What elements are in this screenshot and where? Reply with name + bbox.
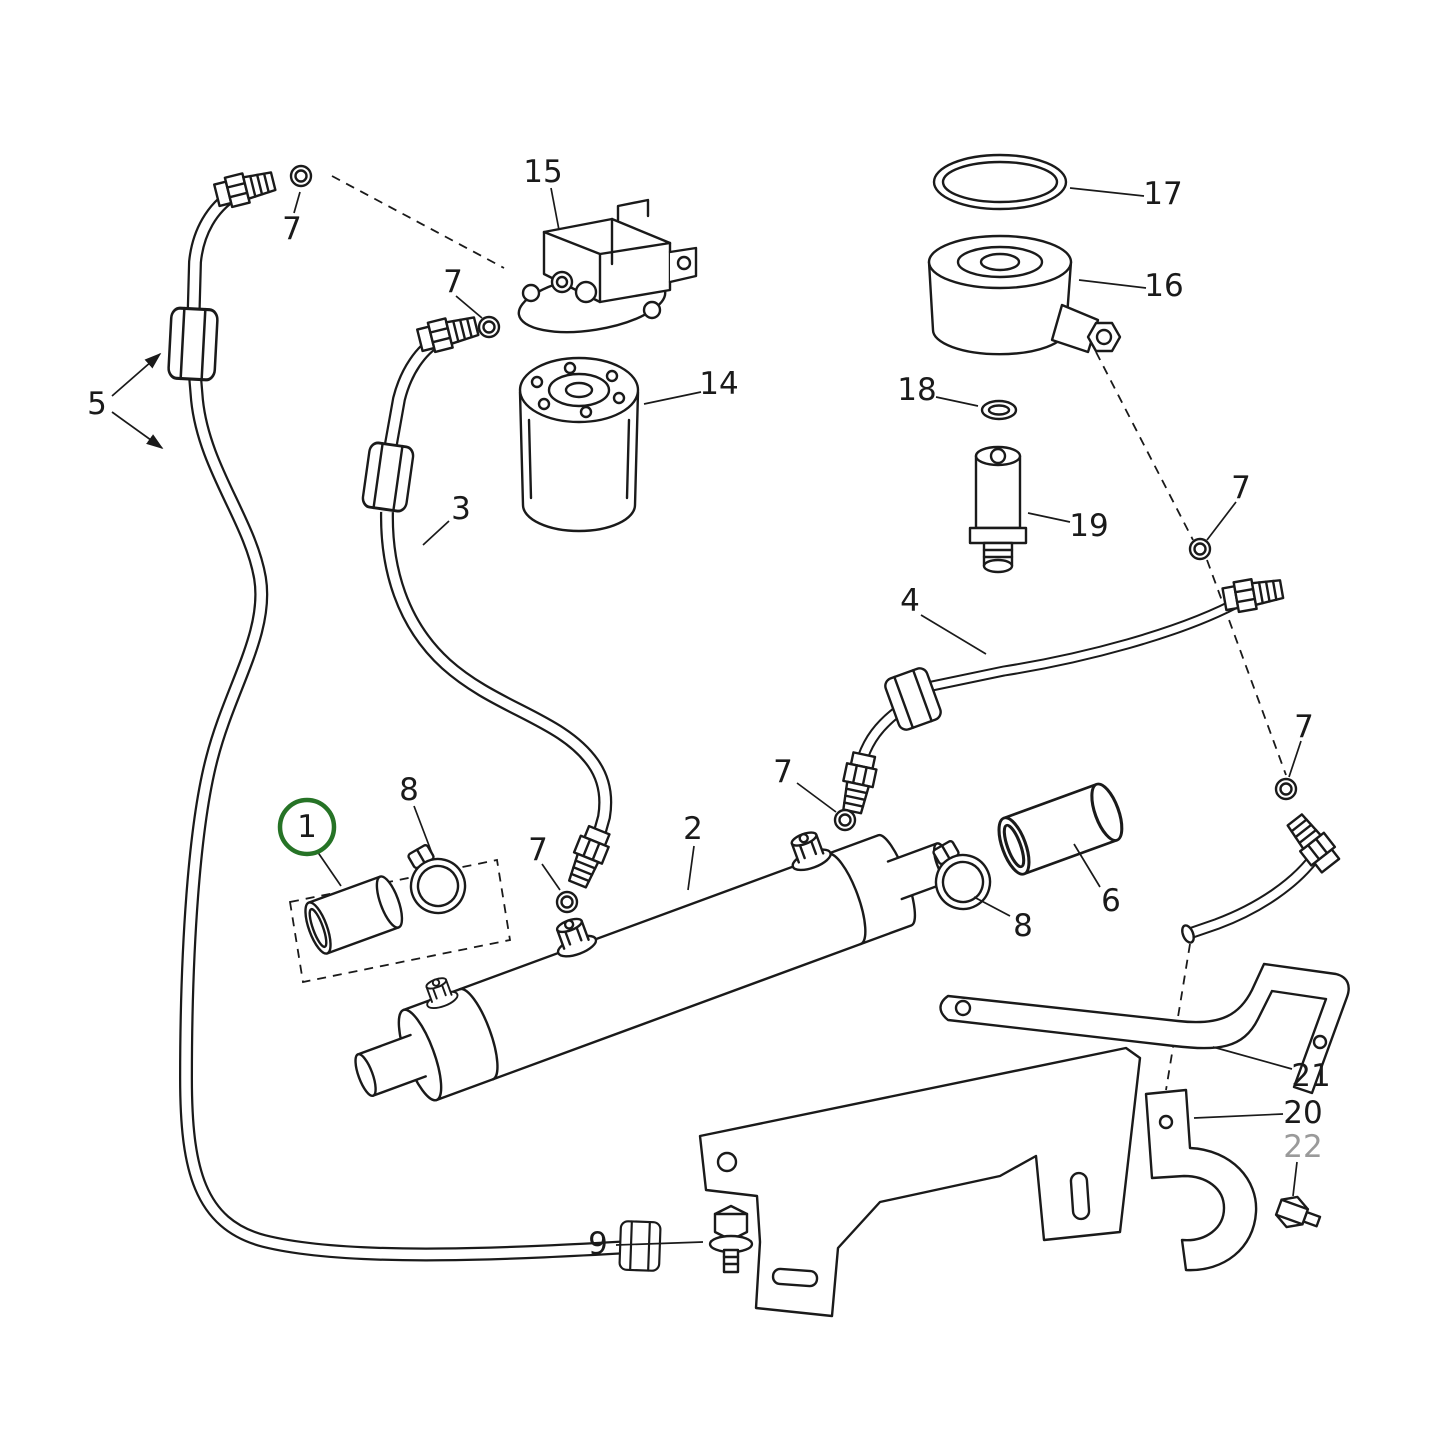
callout-14: 14 xyxy=(699,366,738,402)
valve-19 xyxy=(968,445,1028,574)
callout-2: 2 xyxy=(683,811,703,847)
o-ring-7e xyxy=(1274,777,1298,801)
elbow-fitting-return xyxy=(1281,809,1344,877)
bracket-slot-right xyxy=(1069,1171,1091,1221)
callout-20: 20 xyxy=(1283,1095,1322,1131)
elbow-fitting-hose3 xyxy=(415,310,481,357)
callout-1-highlighted: 1 xyxy=(297,809,317,845)
union-fitting-hose4-end xyxy=(836,750,881,816)
o-ring-17 xyxy=(932,153,1068,211)
elbow-fitting-top-left xyxy=(212,165,278,212)
tube-end-bead xyxy=(1181,924,1195,944)
filter-head xyxy=(517,198,698,334)
bolt-9 xyxy=(708,1204,754,1274)
callout-labels: 5 7 7 15 14 3 17 16 18 19 7 4 7 7 1 8 7 … xyxy=(87,154,1331,1262)
o-ring-7c xyxy=(1188,537,1212,561)
elbow-fitting-hose4 xyxy=(1220,573,1286,616)
callout-17: 17 xyxy=(1143,176,1182,212)
callout-6: 6 xyxy=(1101,883,1121,919)
filter-cartridge xyxy=(518,356,640,533)
callout-19: 19 xyxy=(1069,508,1108,544)
assembly-dashed-lines xyxy=(288,175,1287,1091)
o-ring-7d xyxy=(833,808,857,832)
callout-4: 4 xyxy=(900,583,920,619)
support-strap-21 xyxy=(939,962,1350,1095)
callout-7-f: 7 xyxy=(528,832,548,868)
callout-8-b: 8 xyxy=(1013,908,1033,944)
group-box-dashed xyxy=(288,858,512,984)
callout-7-e: 7 xyxy=(1294,709,1314,745)
o-ring-7f xyxy=(555,890,579,914)
callout-18: 18 xyxy=(897,372,936,408)
o-ring-7a xyxy=(289,164,313,188)
return-tube xyxy=(1181,851,1319,944)
callout-7-d: 7 xyxy=(773,754,793,790)
coupler-hose5-end xyxy=(618,1219,662,1273)
mounting-bracket xyxy=(698,1046,1142,1318)
bracket-slot-left xyxy=(771,1267,819,1288)
callout-7-a: 7 xyxy=(282,211,302,247)
reservoir-cap xyxy=(927,234,1122,356)
hose-sleeve-1 xyxy=(299,872,409,958)
o-ring-7b xyxy=(477,315,501,339)
bolt-22 xyxy=(1274,1195,1322,1229)
leader-lines xyxy=(111,187,1302,1246)
hose-clamp-8-left xyxy=(392,834,477,925)
highlight-circle xyxy=(277,797,337,857)
callout-22: 22 xyxy=(1283,1129,1322,1165)
coupler-hose5 xyxy=(166,306,220,382)
callout-3: 3 xyxy=(451,491,471,527)
callout-8-a: 8 xyxy=(399,772,419,808)
callout-21: 21 xyxy=(1291,1058,1330,1094)
hose-sleeve-6 xyxy=(991,778,1130,880)
coupler-hose3 xyxy=(360,440,416,514)
callout-5: 5 xyxy=(87,386,107,422)
clamp-bracket-20 xyxy=(1144,1088,1258,1272)
callout-9: 9 xyxy=(588,1226,608,1262)
callout-15: 15 xyxy=(523,154,562,190)
callout-7-c: 7 xyxy=(1231,470,1251,506)
o-ring-18 xyxy=(980,399,1018,421)
callout-16: 16 xyxy=(1144,268,1183,304)
union-fitting-hose3-end xyxy=(562,823,615,891)
callout-7-b: 7 xyxy=(443,264,463,300)
